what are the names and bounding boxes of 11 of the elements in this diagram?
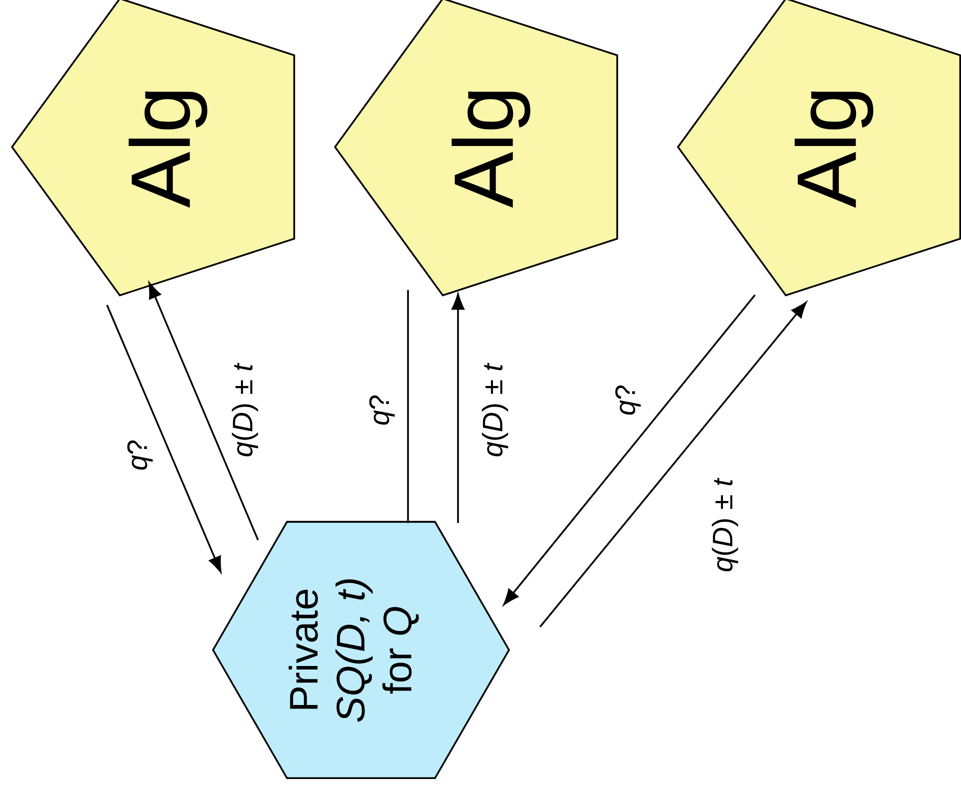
arrow: [452, 294, 464, 523]
arrow: [148, 282, 259, 540]
edge-label: q?: [127, 440, 153, 470]
edge-label: q(D) ± t: [232, 362, 258, 456]
arrow: [503, 294, 756, 606]
edge-label: q?: [615, 385, 641, 415]
edge-label: q(D) ± t: [712, 478, 738, 572]
edge-label: q?: [369, 395, 395, 425]
arrow: [539, 302, 807, 628]
arrow: [106, 304, 222, 573]
edge-label: q(D) ± t: [482, 362, 508, 456]
